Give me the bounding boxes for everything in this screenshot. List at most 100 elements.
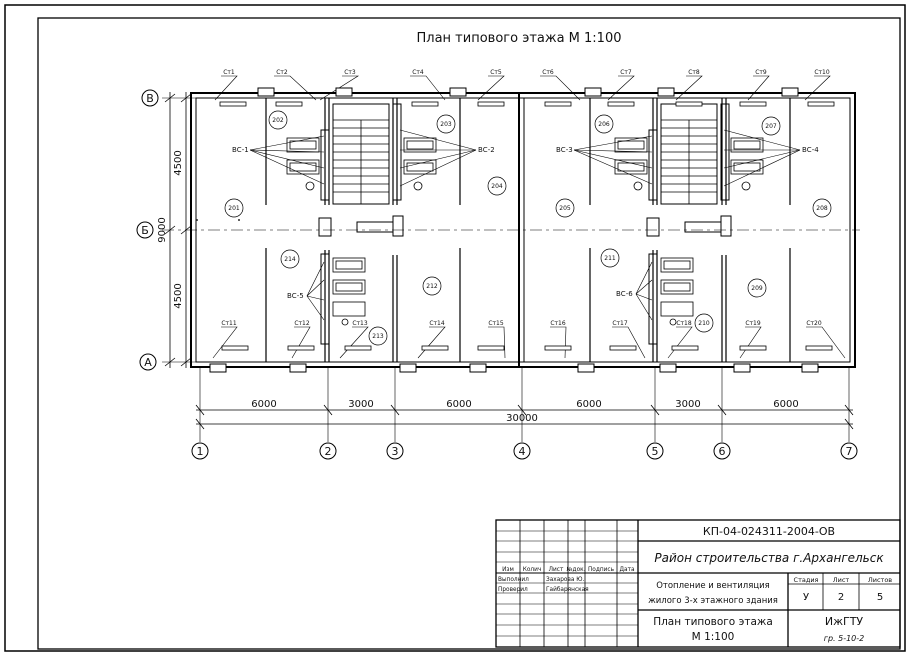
dimension-total: 30000 (506, 413, 538, 424)
stamp-column-headers: Изм Колич Лист №док. Подпись Дата (502, 567, 635, 573)
axis-bubble (386, 442, 404, 460)
riser-label: Ст2 (276, 69, 288, 76)
drawing-title: План типового этажа М 1:100 (417, 31, 622, 46)
room-number: 208 (816, 205, 828, 212)
riser-label: Ст7 (620, 69, 632, 76)
room-bubble (812, 198, 832, 218)
room-bubble (594, 114, 614, 134)
radiators (219, 101, 835, 351)
stamp-col-header: Дата (619, 567, 634, 573)
riser-leaders (212, 75, 846, 359)
ventilation-label: ВС-2 (478, 146, 495, 154)
axis-bubble (646, 442, 664, 460)
ventilation-label: ВС-6 (616, 290, 633, 298)
ventilation-label: ВС-4 (802, 146, 819, 154)
sheets-header: Листов (868, 576, 892, 584)
riser-label: Ст9 (755, 69, 767, 76)
organization: ИжГТУ (825, 615, 864, 628)
room-bubble (422, 276, 442, 296)
title-block (495, 519, 901, 648)
riser-label: Ст15 (488, 320, 504, 327)
room-bubble (747, 278, 767, 298)
room-number: 210 (698, 320, 710, 327)
room-bubble (694, 313, 714, 333)
dimension-total: 9000 (157, 217, 168, 242)
axis-bubble (139, 353, 157, 371)
ventilation-label: ВС-3 (556, 146, 573, 154)
inner-frame (37, 17, 901, 650)
sheets-value: 5 (877, 592, 883, 603)
riser-label: Ст14 (429, 320, 445, 327)
riser-label: Ст11 (221, 320, 237, 327)
room-number: 205 (559, 205, 571, 212)
room-number: 201 (228, 205, 240, 212)
room-bubble (487, 176, 507, 196)
axis-bubble (136, 221, 154, 239)
dimension-label: 6000 (251, 399, 276, 410)
windows (209, 87, 819, 373)
riser-label: Ст3 (344, 69, 356, 76)
room-number: 212 (426, 283, 438, 290)
room-number: 202 (272, 117, 284, 124)
room-labels: 201 202 203 204 205 206 207 208 209 210 … (224, 110, 832, 346)
riser-label: Ст20 (806, 320, 822, 327)
ventilation-labels: ВС-1 ВС-2 ВС-3 ВС-4 ВС-5 ВС-6 (232, 146, 819, 300)
room-number: 207 (765, 123, 777, 130)
sheet-value: 2 (838, 592, 844, 603)
sheet-title-line1: План типового этажа (653, 616, 773, 628)
riser-label: Ст18 (676, 320, 692, 327)
room-number: 204 (491, 183, 503, 190)
riser-label: Ст6 (542, 69, 554, 76)
axis-bubble (319, 442, 337, 460)
ventilation-label: ВС-5 (287, 292, 304, 300)
axis-bubble (141, 89, 159, 107)
dimension-label: 6000 (773, 399, 798, 410)
axis-label-col: 7 (846, 445, 853, 458)
axis-lines (162, 97, 860, 442)
ventilation-label: ВС-1 (232, 146, 249, 154)
axis-bubble (713, 442, 731, 460)
dimension-label: 4500 (173, 150, 184, 175)
room-bubble (555, 198, 575, 218)
role-checker: Проверил (498, 587, 528, 593)
construction-region: Район строительства г.Архангельск (654, 551, 884, 565)
riser-label: Ст4 (412, 69, 424, 76)
stamp-col-header: Изм (502, 567, 514, 573)
room-bubble (600, 248, 620, 268)
project-name-line1: Отопление и вентиляция (656, 581, 770, 591)
riser-label: Ст8 (688, 69, 700, 76)
axis-label-row: В (146, 92, 154, 105)
dimension-label: 6000 (446, 399, 471, 410)
document-code: КП-04-024311-2004-ОВ (703, 525, 835, 538)
axis-label-col: 2 (325, 445, 332, 458)
axis-bubble (191, 442, 209, 460)
room-bubble (268, 110, 288, 130)
room-number: 206 (598, 121, 610, 128)
performer-name: Захарова Ю. (546, 577, 585, 583)
room-number: 214 (284, 256, 296, 263)
riser-labels: Ст1 Ст2 Ст3 Ст4 Ст5 Ст6 Ст7 Ст8 Ст9 Ст10… (221, 69, 830, 327)
room-number: 203 (440, 121, 452, 128)
axis-label-col: 1 (197, 445, 204, 458)
axis-label-col: 4 (519, 445, 526, 458)
room-number: 209 (751, 285, 763, 292)
project-name-line2: жилого 3-х этажного здания (648, 596, 778, 606)
riser-label: Ст17 (612, 320, 628, 327)
outer-border (4, 4, 906, 652)
riser-label: Ст12 (294, 320, 310, 327)
axis-label-col: 5 (652, 445, 659, 458)
stamp-col-header: Лист (549, 567, 564, 573)
dimension-label: 3000 (348, 399, 373, 410)
shafts (318, 103, 732, 345)
room-number: 213 (372, 333, 384, 340)
stamp-col-header: №док. (567, 567, 586, 573)
role-performer: Выполнил (498, 577, 529, 583)
stamp-col-header: Колич (523, 567, 542, 573)
riser-label: Ст13 (352, 320, 368, 327)
axis-bubble (840, 442, 858, 460)
riser-label: Ст19 (745, 320, 761, 327)
stair-left (332, 103, 390, 205)
room-bubble (761, 116, 781, 136)
